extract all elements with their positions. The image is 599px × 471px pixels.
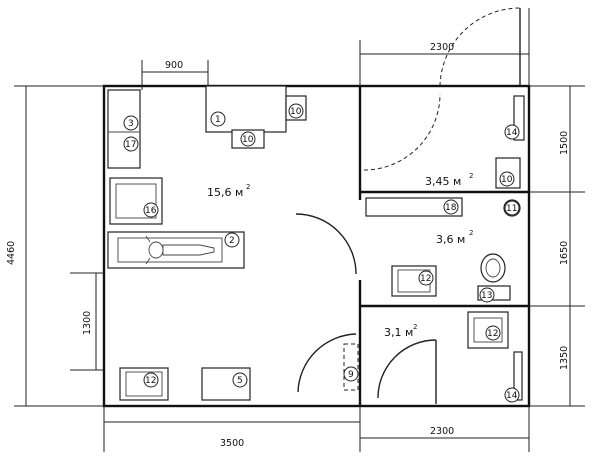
dim-top-900: 900 — [165, 60, 183, 71]
room-top-right-area: 3,45 м — [425, 175, 461, 188]
room-label-bottom-right: 3,1 м 2 — [384, 323, 417, 339]
svg-text:17: 17 — [125, 140, 136, 150]
tag-16: 16 — [143, 202, 159, 218]
dim-bottom-left: 3500 — [220, 438, 244, 449]
room-bottom-right-sup: 2 — [413, 323, 417, 331]
svg-text:13: 13 — [481, 291, 492, 301]
tag-1: 1 — [210, 111, 226, 127]
dimension-lines — [14, 8, 585, 452]
tag-14-top: 14 — [504, 124, 520, 140]
svg-text:10: 10 — [242, 135, 254, 145]
room-main-area: 15,6 м — [207, 186, 243, 199]
svg-text:12: 12 — [487, 329, 498, 339]
dim-top-right: 2300 — [430, 42, 454, 53]
tag-12-mid: 12 — [418, 270, 434, 286]
room-middle-right-sup: 2 — [469, 229, 473, 237]
dim-left-1300: 1300 — [82, 311, 93, 335]
svg-text:1: 1 — [215, 115, 221, 125]
tag-14-bottom: 14 — [504, 387, 520, 403]
tag-2: 2 — [224, 232, 240, 248]
tag-13: 13 — [479, 287, 495, 303]
tag-10-desk: 10 — [240, 131, 256, 147]
room-label-main: 15,6 м 2 — [207, 183, 250, 199]
tag-3: 3 — [123, 115, 139, 131]
svg-text:16: 16 — [145, 206, 157, 216]
dim-right-1350: 1350 — [559, 346, 570, 370]
tag-9: 9 — [343, 366, 359, 382]
svg-text:9: 9 — [348, 370, 354, 380]
tag-10-top: 10 — [288, 103, 304, 119]
room-label-middle-right: 3,6 м 2 — [436, 229, 473, 246]
room-label-top-right: 3,45 м 2 — [425, 172, 473, 188]
dim-bottom-right: 2300 — [430, 426, 454, 437]
tag-18: 18 — [443, 199, 459, 215]
room-main-sup: 2 — [246, 183, 250, 191]
person-silhouette — [145, 235, 215, 265]
doors — [295, 7, 521, 414]
svg-text:12: 12 — [145, 376, 156, 386]
svg-text:2: 2 — [229, 236, 235, 246]
room-bottom-right-area: 3,1 м — [384, 326, 413, 339]
svg-text:5: 5 — [237, 376, 243, 386]
svg-text:11: 11 — [506, 204, 517, 214]
tag-12-right: 12 — [485, 325, 501, 341]
svg-text:10: 10 — [290, 107, 302, 117]
room-top-right-sup: 2 — [469, 172, 473, 180]
room-middle-right-area: 3,6 м — [436, 233, 465, 246]
tag-5: 5 — [232, 372, 248, 388]
svg-text:14: 14 — [506, 391, 518, 401]
dim-right-1500: 1500 — [559, 131, 570, 155]
tag-10-right: 10 — [499, 171, 515, 187]
tag-11: 11 — [504, 200, 520, 216]
svg-text:12: 12 — [420, 274, 431, 284]
svg-text:18: 18 — [445, 203, 457, 213]
dim-right-1650: 1650 — [559, 241, 570, 265]
dim-left-total: 4460 — [6, 241, 17, 265]
walls — [102, 84, 531, 408]
svg-text:14: 14 — [506, 128, 518, 138]
furniture-right — [365, 95, 525, 401]
tag-12-left: 12 — [143, 372, 159, 388]
svg-text:10: 10 — [501, 175, 513, 185]
svg-text:3: 3 — [128, 119, 134, 129]
tag-17: 17 — [123, 136, 139, 152]
